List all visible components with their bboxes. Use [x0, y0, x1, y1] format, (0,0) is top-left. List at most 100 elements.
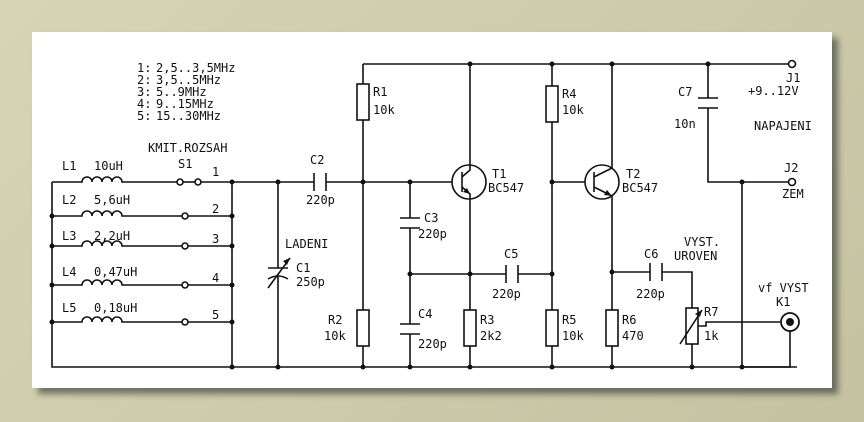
resistor-r4: R4 10k: [545, 64, 584, 182]
junction: [549, 364, 555, 370]
junction: [467, 364, 473, 370]
j2-terminal: [787, 177, 797, 187]
r6-body: [605, 309, 619, 347]
r6-ref: R6: [622, 313, 636, 327]
switch-contact-5: [181, 318, 189, 326]
range-3-text: 5..9MHz: [156, 85, 207, 99]
range-5-text: 15..30MHz: [156, 109, 221, 123]
junction: [229, 364, 235, 370]
inductor-l4: [52, 279, 182, 286]
switch-common: [176, 178, 184, 186]
t1-emitter: [461, 186, 471, 274]
l4-value: 0,47uH: [94, 265, 137, 279]
junction: [229, 213, 235, 219]
switch-pos-4: 4: [212, 271, 219, 285]
inductor-l2: [52, 210, 182, 217]
k1-ref: K1: [776, 295, 790, 309]
connector-j2: J2 ZEM: [782, 161, 804, 201]
t2-collector: [593, 64, 613, 178]
c1-ref: C1: [296, 261, 310, 275]
r2-value: 10k: [324, 329, 346, 343]
junction: [229, 243, 235, 249]
range-table: 1: 2,5..3,5MHz 2: 3,5..5MHz 3: 5..9MHz 4…: [137, 61, 235, 123]
c6-ref: C6: [644, 247, 658, 261]
resistor-r2: R2 10k: [324, 182, 370, 367]
r3-value: 2k2: [480, 329, 502, 343]
k1-socket-pin: [786, 318, 794, 326]
range-2-text: 3,5..5MHz: [156, 73, 221, 87]
c4-ref: C4: [418, 307, 432, 321]
transistor-t2: T2 BC547: [584, 61, 658, 272]
inductor-l1: [52, 176, 178, 183]
range-1-text: 2,5..3,5MHz: [156, 61, 235, 75]
t2-ref: T2: [626, 167, 640, 181]
range-2-num: 2:: [137, 73, 151, 87]
switch-pos-1: 1: [212, 165, 219, 179]
t2-type: BC547: [622, 181, 658, 195]
switch-title: KMIT.ROZSAH: [148, 141, 227, 155]
schematic-panel: 1: 2,5..3,5MHz 2: 3,5..5MHz 3: 5..9MHz 4…: [32, 32, 832, 388]
capacitor-c1: LADENI C1 250p: [267, 179, 328, 370]
l2-ref: L2: [62, 193, 76, 207]
junction: [609, 61, 615, 67]
t2-emitter-arrow: [604, 190, 612, 196]
r5-value: 10k: [562, 329, 584, 343]
r7-label2: UROVEN: [674, 249, 717, 263]
t1-type: BC547: [488, 181, 524, 195]
r3-ref: R3: [480, 313, 494, 327]
switch-pos-5: 5: [212, 308, 219, 322]
inductor-l5: [52, 316, 182, 323]
r7-ref: R7: [704, 305, 718, 319]
k1-ground-lead: [742, 331, 791, 368]
j1-value: +9..12V: [748, 84, 799, 98]
c6-line: [612, 271, 693, 308]
schematic-diagram: 1: 2,5..3,5MHz 2: 3,5..5MHz 3: 5..9MHz 4…: [49, 59, 812, 370]
inductor-l3: [52, 240, 182, 247]
l3-ref: L3: [62, 229, 76, 243]
r7-wiper-line: [698, 321, 780, 327]
c3-ref: C3: [424, 211, 438, 225]
t1-emitter-arrow: [463, 188, 470, 194]
junction: [689, 364, 695, 370]
r1-ref: R1: [373, 85, 387, 99]
junction: [229, 282, 235, 288]
capacitor-c6: C6 220p: [636, 247, 665, 301]
c7-leads: [707, 64, 788, 183]
l2-value: 5,6uH: [94, 193, 130, 207]
connector-k1: vf VYST K1: [742, 281, 809, 368]
j1-ref: J1: [786, 71, 800, 85]
resistor-r6: R6 470: [605, 272, 644, 367]
c1-plate-bottom: [267, 275, 289, 280]
switch-pos-2: 2: [212, 202, 219, 216]
range-4-text: 9..15MHz: [156, 97, 214, 111]
r2-body: [356, 309, 370, 347]
l1-value: 10uH: [94, 159, 123, 173]
r6-value: 470: [622, 329, 644, 343]
resistor-r5: R5 10k: [545, 182, 584, 367]
range-switch-s1: KMIT.ROZSAH S1 1 2 3 4 5: [148, 141, 235, 370]
junction: [407, 364, 413, 370]
potentiometer-r7: VYST. UROVEN R7 1k: [674, 235, 780, 367]
junction: [49, 319, 55, 325]
c3-value: 220p: [418, 227, 447, 241]
junction: [49, 243, 55, 249]
r1-body: [356, 83, 370, 121]
junction: [360, 364, 366, 370]
r4-body: [545, 85, 559, 123]
switch-contact-3: [181, 242, 189, 250]
c7-value: 10n: [674, 117, 696, 131]
transistor-t1: T1 BC547: [451, 61, 524, 274]
range-3-num: 3:: [137, 85, 151, 99]
range-1-num: 1:: [137, 61, 151, 75]
c4-value: 220p: [418, 337, 447, 351]
j1-terminal: [787, 59, 797, 69]
switch-contact-1: [194, 178, 202, 186]
t2-body: [584, 164, 620, 200]
j1-label: NAPAJENI: [754, 119, 812, 133]
c7-ref: C7: [678, 85, 692, 99]
l1-ref: L1: [62, 159, 76, 173]
r4-value: 10k: [562, 103, 584, 117]
switch-contact-2: [181, 212, 189, 220]
capacitor-c2: C2 220p: [306, 153, 335, 207]
t1-ref: T1: [492, 167, 506, 181]
